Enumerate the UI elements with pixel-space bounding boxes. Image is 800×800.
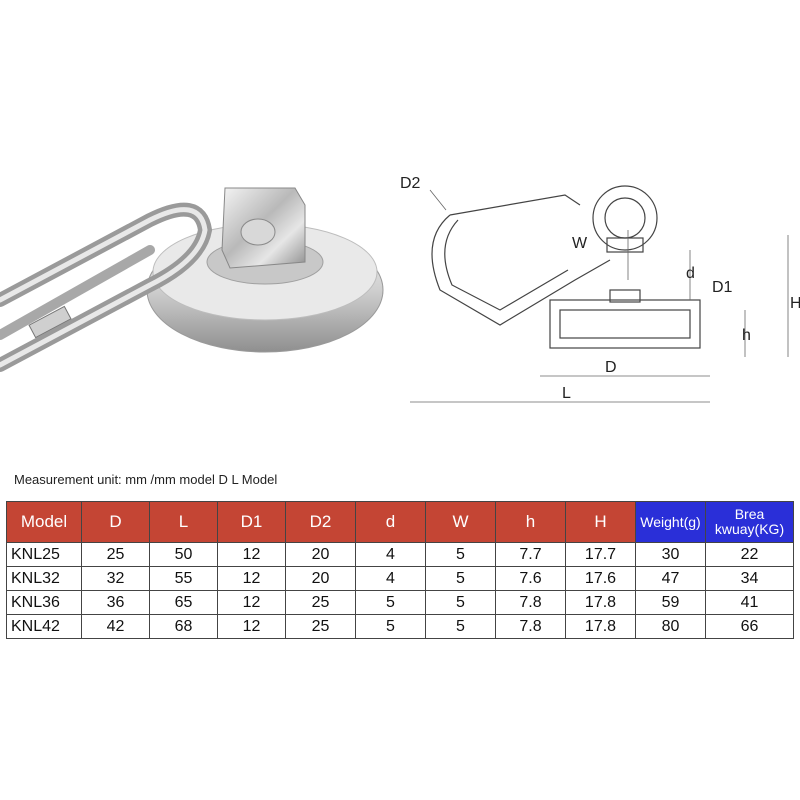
cell: 12 [217, 590, 286, 615]
magnet-cup [146, 223, 384, 353]
cell-model: KNL32 [6, 566, 82, 591]
cell: 12 [217, 614, 286, 639]
header-d: d [355, 501, 426, 543]
cell: 32 [81, 566, 150, 591]
dimension-diagram: D2 W d D1 H h D L [400, 175, 800, 403]
cell: 7.6 [495, 566, 566, 591]
label-W: W [572, 235, 588, 252]
cell: 25 [81, 542, 150, 567]
header-weight: Weight(g) [635, 501, 706, 543]
header-D: D [81, 501, 150, 543]
header-breakaway-line1: Brea [734, 506, 765, 522]
product-photo [0, 187, 384, 372]
swivel-block [221, 187, 306, 269]
cell: 17.6 [565, 566, 636, 591]
header-H: H [565, 501, 636, 543]
cell: 5 [355, 590, 426, 615]
label-d: d [686, 265, 695, 282]
cell: 5 [425, 566, 496, 591]
table-row: KNL42 42 68 12 25 5 5 7.8 17.8 80 66 [6, 614, 794, 639]
label-D1: D1 [712, 279, 733, 296]
cell-model: KNL42 [6, 614, 82, 639]
label-H: H [790, 295, 800, 312]
cell-model: KNL25 [6, 542, 82, 567]
table-row: KNL25 25 50 12 20 4 5 7.7 17.7 30 22 [6, 542, 794, 567]
cell: 12 [217, 542, 286, 567]
cell: 22 [705, 542, 794, 567]
cell: 5 [425, 590, 496, 615]
label-L: L [562, 385, 571, 402]
header-breakaway-line2: kwuay(KG) [714, 521, 785, 537]
measurement-caption: Measurement unit: mm /mm model D L Model [14, 472, 278, 487]
cell: 17.8 [565, 614, 636, 639]
header-D1: D1 [217, 501, 286, 543]
label-D2: D2 [400, 175, 421, 192]
cell-model: KNL36 [6, 590, 82, 615]
cell: 12 [217, 566, 286, 591]
cell: 66 [705, 614, 794, 639]
carabiner [0, 202, 213, 372]
cell: 25 [285, 614, 356, 639]
cell: 7.8 [495, 590, 566, 615]
cell: 20 [285, 566, 356, 591]
label-h: h [742, 327, 751, 344]
cell: 47 [635, 566, 706, 591]
cell: 42 [81, 614, 150, 639]
cell: 17.8 [565, 590, 636, 615]
cell: 17.7 [565, 542, 636, 567]
cell: 50 [149, 542, 218, 567]
cell: 5 [425, 542, 496, 567]
cell: 68 [149, 614, 218, 639]
header-model: Model [6, 501, 82, 543]
cell: 59 [635, 590, 706, 615]
cell: 4 [355, 542, 426, 567]
cell: 5 [425, 614, 496, 639]
header-W: W [425, 501, 496, 543]
header-L: L [149, 501, 218, 543]
cell: 80 [635, 614, 706, 639]
header-h: h [495, 501, 566, 543]
table-row: KNL36 36 65 12 25 5 5 7.8 17.8 59 41 [6, 590, 794, 615]
header-D2: D2 [285, 501, 356, 543]
cell: 34 [705, 566, 794, 591]
cell: 7.7 [495, 542, 566, 567]
cell: 7.8 [495, 614, 566, 639]
cell: 41 [705, 590, 794, 615]
label-D: D [605, 359, 617, 376]
cell: 65 [149, 590, 218, 615]
cell: 20 [285, 542, 356, 567]
cell: 25 [285, 590, 356, 615]
cell: 55 [149, 566, 218, 591]
cell: 36 [81, 590, 150, 615]
cell: 30 [635, 542, 706, 567]
table-row: KNL32 32 55 12 20 4 5 7.6 17.6 47 34 [6, 566, 794, 591]
cell: 5 [355, 614, 426, 639]
cell: 4 [355, 566, 426, 591]
